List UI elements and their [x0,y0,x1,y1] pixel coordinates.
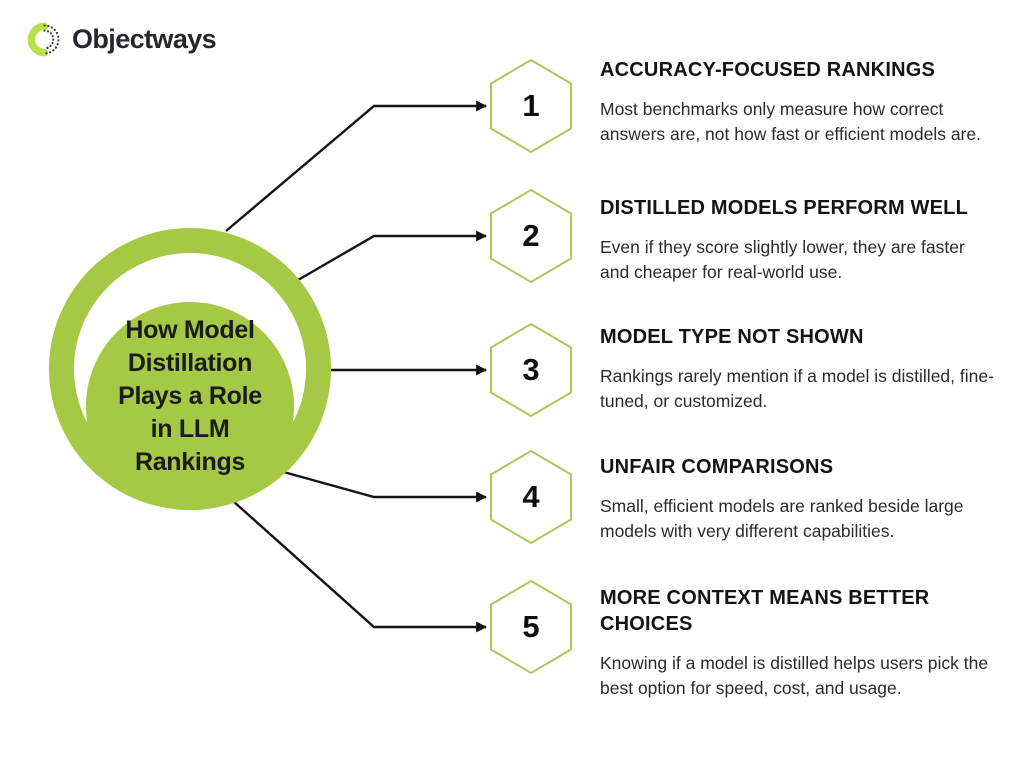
step-description: Small, efficient models are ranked besid… [600,496,964,541]
central-circle-inner [86,302,294,510]
central-title: How Model Distillation Plays a Role in L… [56,314,324,479]
hexagon-outline-icon [490,579,572,675]
central-title-line: Plays a Role [118,382,262,410]
step-number: 1 [522,88,540,123]
step-hexagon-3: 3 [488,322,574,418]
step-item-3: MODEL TYPE NOT SHOWN Rankings rarely men… [600,324,1020,413]
step-item-1: ACCURACY-FOCUSED RANKINGS Most benchmark… [600,57,1020,146]
connector-line-2 [297,230,488,282]
step-description: Rankings rarely mention if a model is di… [600,366,994,411]
step-item-2: DISTILLED MODELS PERFORM WELL Even if th… [600,195,1020,284]
objectways-ring-icon [27,22,60,57]
step-hexagon-2: 2 [488,188,574,284]
central-title-line: Distillation [127,349,253,377]
brand-logo: Objectways [26,21,217,58]
connector-line-1 [225,100,488,232]
central-title-line: in LLM [150,415,230,443]
step-title: UNFAIR COMPARISONS [600,456,834,478]
step-description: Knowing if a model is distilled helps us… [600,653,989,698]
step-title: ACCURACY-FOCUSED RANKINGS [600,59,936,81]
step-number: 4 [522,479,540,514]
connector-line-5 [232,500,488,633]
step-item-4: UNFAIR COMPARISONS Small, efficient mode… [600,454,1020,543]
step-description: Most benchmarks only measure how correct… [600,99,981,144]
step-number: 5 [522,609,540,644]
hexagon-outline-icon [490,322,572,418]
hexagon-outline-icon [490,58,572,154]
step-number: 2 [522,218,540,253]
step-title: MODEL TYPE NOT SHOWN [600,326,864,348]
step-hexagon-5: 5 [488,579,574,675]
central-title-line: Rankings [134,448,246,476]
hexagon-outline-icon [490,449,572,545]
hexagon-outline-icon [490,188,572,284]
step-number: 3 [522,352,540,387]
brand-name: Objectways [72,24,217,54]
step-hexagon-1: 1 [488,58,574,154]
step-hexagon-4: 4 [488,449,574,545]
step-item-5: MORE CONTEXT MEANS BETTER CHOICES Knowin… [600,585,1020,700]
step-description: Even if they score slightly lower, they … [600,237,965,282]
step-title: MORE CONTEXT MEANS BETTER CHOICES [600,587,930,635]
central-title-line: How Model [125,316,255,344]
step-title: DISTILLED MODELS PERFORM WELL [600,197,969,219]
